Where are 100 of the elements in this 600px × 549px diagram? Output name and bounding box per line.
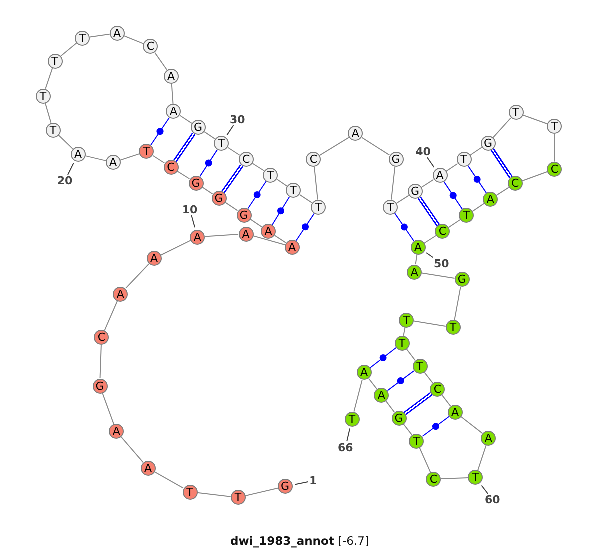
nucleotide-circle: [48, 54, 62, 69]
backbone-line: [522, 114, 548, 125]
base-letter: G: [96, 380, 104, 392]
base-pair-line: [394, 212, 415, 242]
base-letter: A: [288, 242, 296, 252]
position-number: 1: [309, 476, 318, 486]
base-letter: T: [450, 322, 457, 334]
backbone-line: [448, 219, 461, 228]
base-letter: G: [214, 192, 224, 204]
base-letter: C: [511, 178, 520, 190]
nucleotide-circle: [212, 190, 226, 206]
base-letter: C: [434, 384, 442, 395]
nucleotide-circle: [190, 230, 206, 245]
backbone-line: [446, 163, 458, 172]
base-letter: T: [403, 314, 410, 326]
leader-line: [226, 125, 234, 136]
base-letter: T: [463, 210, 470, 222]
base-letter: T: [551, 121, 558, 132]
base-pair-line: [418, 196, 440, 227]
nucleotide-circle: [263, 168, 278, 182]
nucleotide-circle: [468, 470, 484, 486]
nucleotide-circle: [456, 152, 472, 168]
backbone-line: [204, 234, 240, 238]
nucleotide-circle: [286, 183, 301, 198]
base-letter: G: [411, 186, 420, 198]
base-pair-line: [222, 164, 244, 194]
backbone-line: [154, 52, 168, 70]
base-letter: T: [398, 338, 406, 349]
nucleotide-circle: [446, 320, 461, 336]
base-letter: C: [167, 162, 175, 173]
leader-line: [294, 482, 309, 486]
nucleotide-circle: [278, 479, 293, 494]
backbone-line: [45, 68, 54, 90]
base-letter: A: [150, 253, 158, 264]
backbone-line: [460, 416, 484, 434]
nucleotide-circle: [408, 184, 423, 200]
base-pair-line: [444, 181, 464, 210]
base-letter: T: [52, 56, 58, 67]
base-pair-line: [422, 416, 450, 438]
base-letter: G: [192, 178, 200, 188]
backbone-line: [250, 218, 263, 228]
nucleotide-circle: [182, 484, 198, 500]
backbone-line: [120, 154, 140, 161]
position-number: 20: [57, 176, 73, 186]
backbone-line: [252, 236, 286, 246]
nucleotide-circle: [392, 410, 406, 426]
position-number: 30: [230, 114, 246, 125]
backbone-line: [171, 82, 174, 105]
base-pair-line: [200, 149, 218, 178]
nucleotide-circle: [383, 200, 398, 215]
backbone-line: [406, 348, 416, 362]
base-letter: T: [234, 492, 242, 504]
position-number: 40: [416, 146, 431, 158]
nucleotide-circle: [547, 162, 562, 177]
leader-line: [346, 428, 351, 442]
nucleotide-circle: [236, 208, 252, 222]
backbone-line: [85, 156, 106, 162]
nucleotide-circle: [374, 388, 390, 403]
backbone-line: [274, 235, 287, 244]
nucleotide-circle: [409, 434, 424, 448]
base-letter: C: [242, 154, 250, 166]
nucleotide-circle: [284, 240, 300, 254]
base-letter: A: [110, 157, 118, 168]
backbone-line: [414, 320, 446, 327]
nucleotide-circle: [75, 30, 90, 46]
backbone-line: [492, 118, 512, 138]
nucleotide-circle: [46, 122, 61, 138]
base-letter: A: [114, 28, 122, 39]
backbone-line: [152, 155, 166, 164]
backbone-line: [421, 179, 434, 188]
backbone-line: [245, 488, 278, 496]
base-letter: T: [348, 414, 356, 424]
base-pair-line: [404, 392, 433, 416]
backbone-line: [314, 166, 318, 200]
nucleotide-circle: [166, 104, 182, 119]
base-letter: A: [264, 226, 272, 237]
base-letter: G: [484, 138, 493, 149]
backbone-line: [391, 166, 396, 200]
backbone-line: [204, 131, 216, 140]
base-letter: G: [240, 210, 248, 220]
leader-line: [426, 157, 435, 168]
nucleotide-circle: [238, 152, 254, 168]
base-letter: T: [290, 185, 297, 196]
backbone-line: [224, 202, 238, 212]
nucleotide-circle: [230, 490, 246, 506]
base-pair-line: [174, 132, 196, 162]
backbone-line: [60, 42, 78, 57]
nucleotide-circle: [164, 68, 179, 84]
base-letter: C: [430, 474, 438, 485]
backbone-line: [124, 36, 144, 44]
nucleotide-circle: [394, 336, 410, 351]
base-pair-line: [468, 165, 487, 194]
backbone-line: [472, 203, 485, 212]
base-pair-line: [272, 196, 290, 226]
backbone-line: [354, 379, 363, 412]
nucleotide-circle: [344, 412, 360, 426]
base-letter: A: [486, 194, 494, 205]
base-letter: A: [116, 288, 124, 300]
base-letter: A: [74, 148, 82, 160]
nucleotide-circle: [430, 382, 446, 397]
